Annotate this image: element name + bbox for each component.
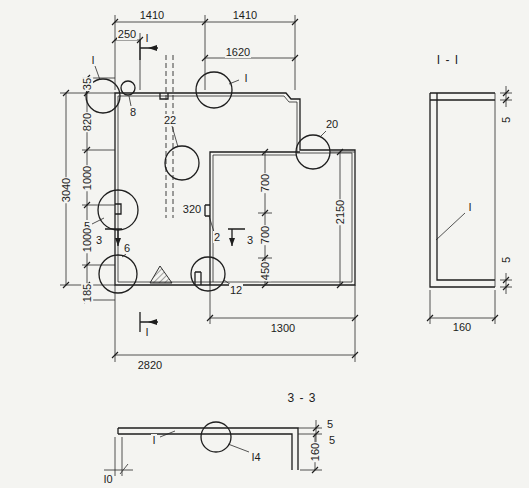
detail-circle	[165, 146, 199, 180]
dimension: 700	[259, 173, 271, 193]
dimension-line	[63, 19, 358, 358]
section-view	[104, 86, 512, 476]
section-mark	[105, 229, 122, 246]
detail-circle	[98, 190, 138, 230]
dimension: 160	[452, 321, 472, 333]
callout-number: 2	[213, 231, 221, 243]
part-number: I4	[250, 451, 261, 463]
dimension: 1410	[232, 9, 258, 21]
dimension: 5	[328, 434, 336, 446]
dimension: 820	[81, 112, 93, 132]
dimension-line	[262, 149, 343, 288]
plate-outline	[150, 266, 172, 283]
callout-number: 22	[163, 114, 177, 126]
section-view	[118, 428, 298, 470]
section-mark: 3	[246, 234, 254, 246]
dimension-line	[112, 315, 358, 358]
section-mark: 3	[95, 234, 103, 246]
dimension: 320	[182, 203, 202, 215]
dimension-line	[60, 15, 358, 362]
plate-outline	[195, 272, 201, 285]
section-title: 3 - 3	[286, 392, 317, 404]
dimension: 160	[309, 442, 321, 462]
plate-outline	[160, 93, 168, 99]
detail-circle	[121, 81, 135, 95]
dimension: 450	[259, 261, 271, 281]
leader-line	[92, 66, 465, 474]
part-number: I	[151, 434, 156, 446]
dimension: 1000	[81, 227, 93, 253]
dimension: 5	[500, 116, 512, 124]
dimension: 1000	[81, 165, 93, 191]
dimension: 250	[117, 28, 137, 40]
dimension: 3040	[60, 177, 72, 203]
section-mark	[148, 45, 157, 51]
section-view	[427, 90, 509, 321]
callout-number: 20	[325, 118, 339, 130]
detail-circle	[196, 72, 232, 108]
dimension-line	[115, 285, 355, 362]
dimension: 1410	[139, 9, 165, 21]
plate-outline	[213, 155, 297, 282]
callout-number: 8	[129, 106, 137, 118]
plate-outline	[115, 93, 355, 285]
detail-circle	[201, 422, 231, 452]
dimension: I0	[102, 473, 113, 485]
dimension: 2820	[137, 359, 163, 371]
dimension: 185	[81, 283, 93, 303]
section-mark	[148, 319, 157, 325]
hidden-line	[166, 55, 173, 218]
dimension: 35	[81, 77, 93, 91]
section-mark: I	[144, 32, 149, 44]
detail-circle	[296, 135, 330, 169]
hidden-line	[166, 55, 173, 218]
part-number: I	[467, 201, 472, 213]
dimension: 2150	[334, 199, 346, 225]
callout-number: I	[243, 72, 248, 84]
section-mark	[229, 238, 235, 246]
section-view	[430, 290, 495, 324]
section-mark	[228, 229, 245, 246]
section-mark	[115, 238, 121, 246]
detail-circle	[191, 257, 225, 291]
plate-outline	[115, 93, 355, 285]
leader-line	[92, 66, 465, 474]
callout-number: I	[90, 54, 95, 66]
section-mark: I	[144, 326, 149, 338]
detail-circle	[99, 255, 137, 293]
section-view	[298, 420, 322, 470]
section-view	[104, 437, 133, 476]
plate-outline	[205, 205, 210, 216]
dimension: 1300	[270, 322, 296, 334]
section-title: I - I	[436, 54, 460, 66]
detail-circle	[86, 72, 330, 452]
section-view	[495, 86, 512, 294]
dimension: 700	[259, 225, 271, 245]
dimension-line	[258, 152, 355, 285]
plate-outline	[115, 204, 121, 214]
callout-number: 12	[229, 284, 243, 296]
dimension: 5	[500, 256, 512, 264]
plate-outline	[118, 96, 352, 282]
section-mark	[105, 40, 245, 332]
plate-outline	[210, 152, 300, 285]
callout-number: 6	[123, 242, 131, 254]
section-view	[430, 93, 495, 287]
dimension-line	[115, 15, 295, 90]
dimension-line	[60, 78, 115, 300]
dimension: 1620	[225, 46, 251, 58]
dimension: 5	[326, 418, 334, 430]
dimension-line	[112, 19, 298, 61]
